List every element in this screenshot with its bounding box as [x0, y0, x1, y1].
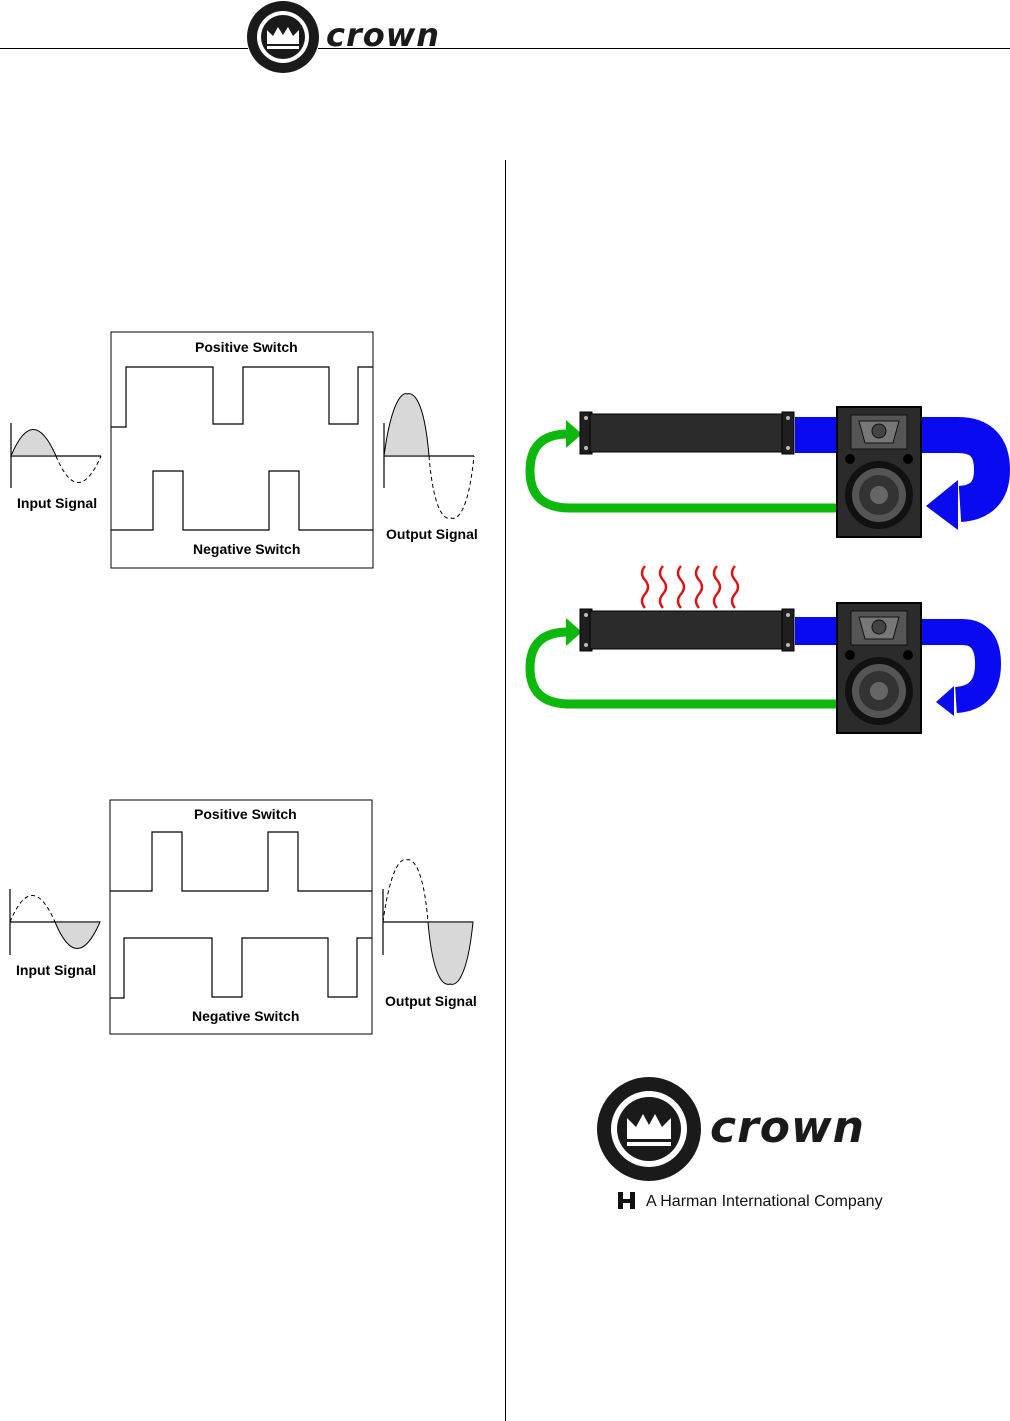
- input-signal-label: Input Signal: [16, 962, 96, 978]
- harman-h-icon: [618, 1192, 638, 1212]
- speaker-upper: [837, 407, 921, 537]
- feedback-loop-upper: [530, 407, 992, 537]
- amp-speaker-diagram: [0, 0, 1010, 760]
- amplifier-lower: [580, 609, 794, 651]
- output-path-blue: [795, 417, 841, 453]
- output-path-blue: [795, 617, 841, 645]
- positive-switch-label: Positive Switch: [194, 806, 297, 822]
- footer-brand-wordmark: crown: [710, 1102, 865, 1153]
- output-signal-label: Output Signal: [385, 993, 477, 1009]
- speaker-lower: [837, 603, 921, 733]
- amplifier-upper: [580, 412, 794, 454]
- heat-waves-icon: [642, 566, 738, 608]
- harman-tagline: A Harman International Company: [646, 1193, 883, 1211]
- negative-switch-label: Negative Switch: [192, 1008, 299, 1024]
- feedback-loop-lower: [530, 566, 988, 733]
- crown-logo-icon: [596, 1076, 716, 1196]
